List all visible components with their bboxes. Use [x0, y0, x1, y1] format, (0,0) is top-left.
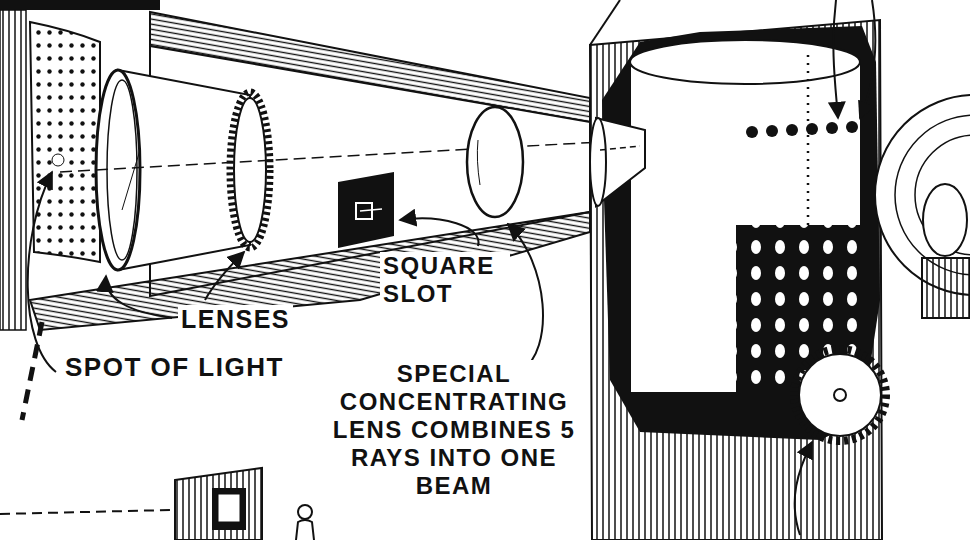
- lamp-bulb: [923, 184, 967, 256]
- drum-top: [630, 40, 860, 84]
- gear-hub: [834, 389, 846, 401]
- lamp-base: [922, 258, 970, 318]
- viewer-figure: [296, 520, 314, 540]
- slot-beam: [360, 209, 382, 211]
- light-spot: [52, 154, 64, 166]
- part-label: SPOT OF LIGHT: [62, 353, 287, 381]
- lens-ring: [107, 80, 137, 260]
- housing-panel: [0, 10, 26, 330]
- leader-lines: [28, 0, 876, 535]
- cutaway: [602, 26, 880, 440]
- slot-plate: [338, 172, 394, 248]
- perforated-screen: [30, 22, 100, 262]
- gear-teeth: [794, 349, 886, 441]
- dashed-ray: [22, 322, 42, 420]
- disc-housing: [590, 20, 882, 540]
- tube-end-rim: [590, 118, 606, 206]
- housing-bar: [0, 0, 160, 10]
- drum-dotted-line: [807, 55, 810, 225]
- housing-edge: [590, 0, 620, 45]
- receiver-screen: [212, 488, 246, 530]
- receiver-box: [175, 468, 262, 540]
- concentrating-lens: [467, 107, 523, 217]
- lens-ring-teeth: [230, 92, 270, 248]
- drum-edge: [629, 62, 631, 392]
- part-label: SPECIAL CONCENTRATING LENS COMBINES 5 RA…: [326, 360, 582, 500]
- viewer-figure: [298, 505, 312, 519]
- lamp-reflector: [895, 115, 970, 275]
- hole-row: [746, 121, 858, 138]
- gear: [799, 354, 881, 436]
- lens-ring: [234, 98, 266, 242]
- receiver-screen: [218, 494, 240, 522]
- lamp-reflector: [915, 135, 970, 255]
- lens-glint: [477, 140, 480, 185]
- part-label: SQUARE SLOT: [380, 252, 510, 308]
- beam-axis: [600, 146, 640, 150]
- lens-glint: [122, 150, 140, 210]
- part-label: LENSES: [178, 305, 293, 333]
- dashed-ray: [0, 510, 170, 514]
